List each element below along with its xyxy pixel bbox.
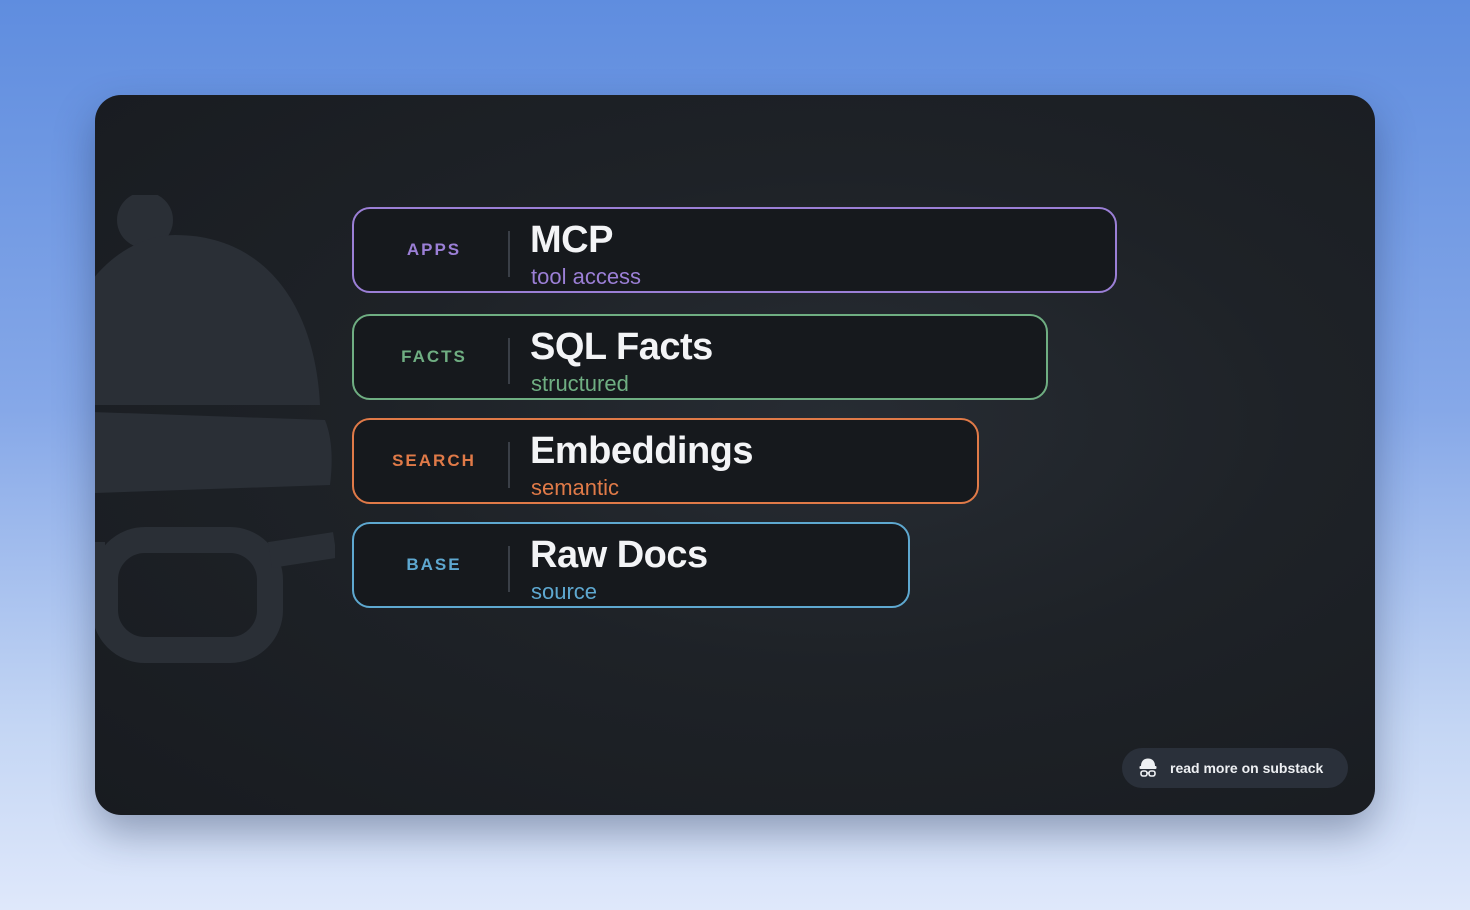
- layer-title: Embeddings: [530, 430, 754, 472]
- layer-subtitle: source: [531, 579, 598, 604]
- layer-title: Raw Docs: [530, 534, 708, 576]
- mascot-icon: [1139, 758, 1157, 777]
- read-more-label: read more on substack: [1170, 760, 1324, 776]
- layer-divider: [508, 338, 510, 384]
- layer-apps: APPS MCP tool access: [352, 207, 1117, 293]
- layer-facts: FACTS SQL Facts structured: [352, 314, 1048, 400]
- layer-tag: FACTS: [401, 347, 467, 366]
- layer-tag: APPS: [406, 240, 462, 259]
- layer-subtitle: structured: [531, 371, 629, 396]
- layer-title: SQL Facts: [530, 326, 713, 368]
- read-more-button[interactable]: read more on substack: [1122, 748, 1348, 788]
- layer-tag: SEARCH: [392, 451, 476, 470]
- layer-tag: BASE: [406, 555, 462, 574]
- diagram-card: APPS MCP tool access FACTS SQL Facts str…: [95, 95, 1375, 815]
- layer-subtitle: semantic: [531, 475, 620, 500]
- layer-divider: [508, 546, 510, 592]
- layer-divider: [508, 442, 510, 488]
- layer-base: BASE Raw Docs source: [352, 522, 910, 608]
- layer-divider: [508, 231, 510, 277]
- mascot-watermark-icon: [95, 195, 335, 663]
- layer-subtitle: tool access: [531, 264, 642, 289]
- layer-search: SEARCH Embeddings semantic: [352, 418, 979, 504]
- layer-title: MCP: [530, 219, 613, 261]
